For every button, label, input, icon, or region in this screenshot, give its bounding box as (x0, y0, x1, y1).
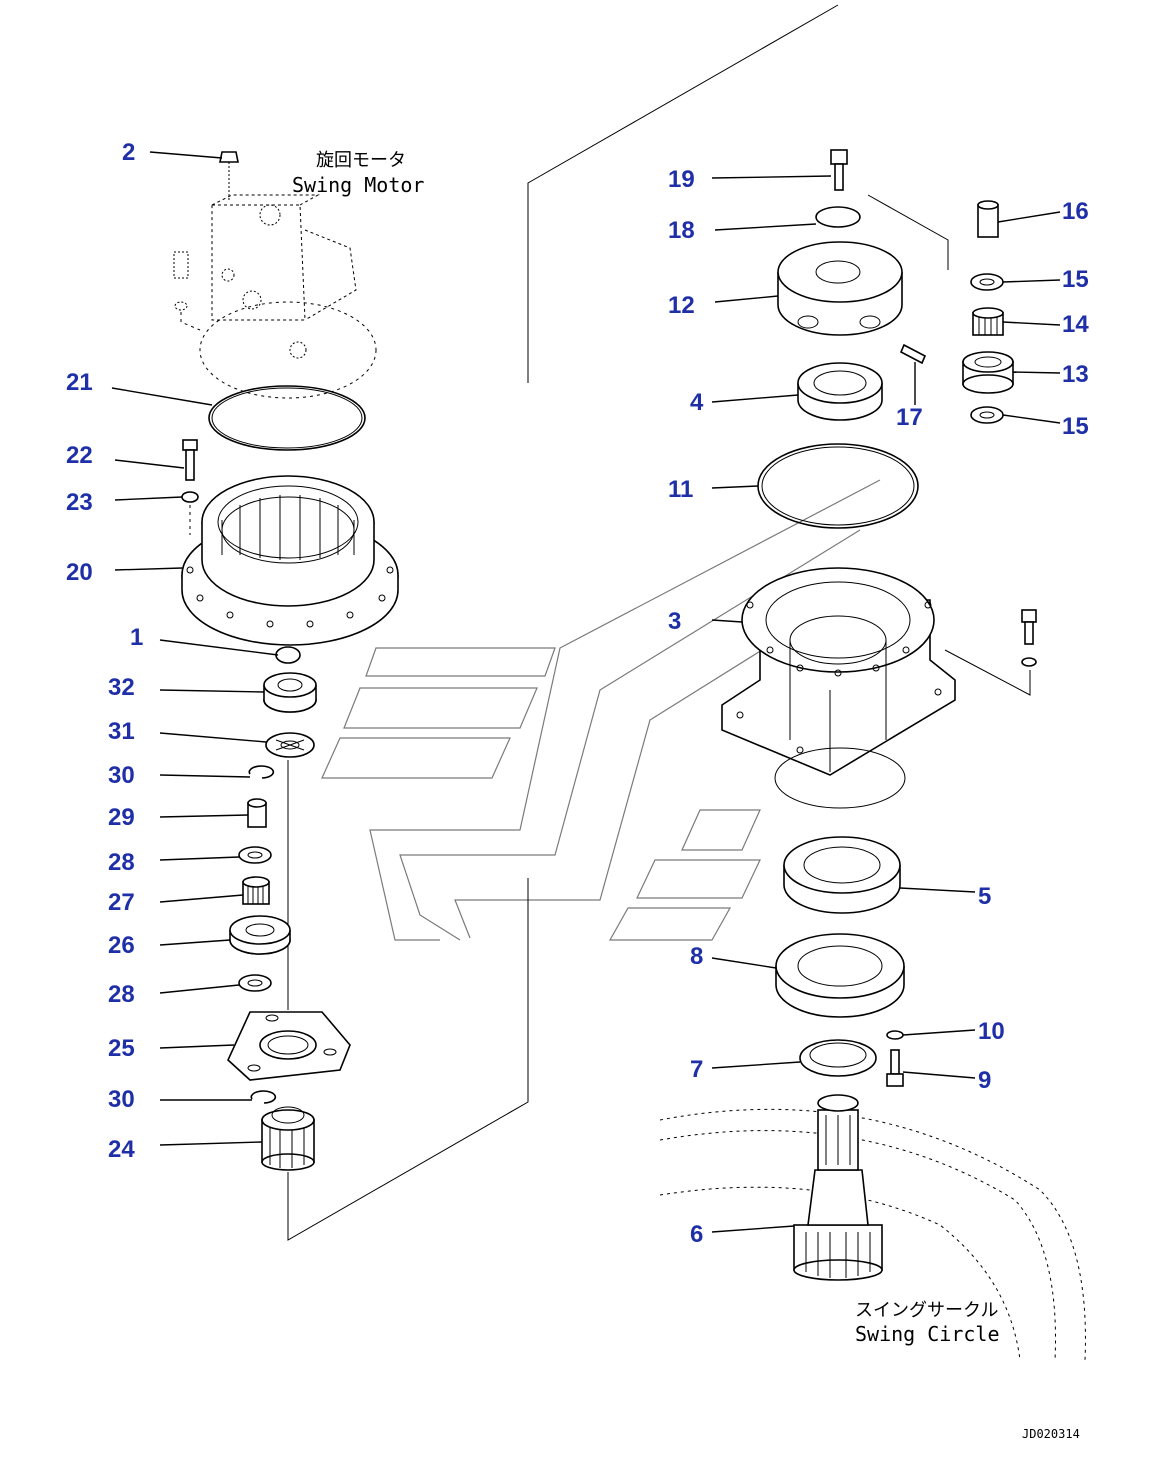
pin-16 (977, 200, 999, 238)
bolt-22 (182, 439, 198, 481)
callout-18: 18 (668, 217, 695, 244)
gear-26 (229, 915, 291, 955)
callout-5: 5 (978, 883, 991, 910)
washer-10 (886, 1030, 904, 1040)
callout-1: 1 (130, 624, 143, 651)
callout-14: 14 (1062, 311, 1089, 338)
bolt-9 (886, 1049, 904, 1087)
bearing-4 (797, 362, 883, 421)
callout-10: 10 (978, 1018, 1005, 1045)
callout-27: 27 (108, 889, 135, 916)
snap-ring-30b (250, 1090, 277, 1104)
callout-22: 22 (66, 442, 93, 469)
callout-30b: 30 (108, 1086, 135, 1113)
callout-6: 6 (690, 1221, 703, 1248)
gear-13 (962, 351, 1014, 394)
callout-16: 16 (1062, 198, 1089, 225)
callout-4: 4 (690, 389, 704, 416)
callout-20: 20 (66, 559, 93, 586)
callout-8: 8 (690, 943, 703, 970)
seal-7 (799, 1039, 877, 1077)
carrier-12 (777, 241, 903, 336)
callout-24: 24 (108, 1136, 135, 1163)
callout-labels: 2 21 22 23 20 1 32 31 30 29 28 27 26 28 … (66, 139, 1089, 1248)
pin-29 (247, 798, 267, 828)
washer-28b (238, 974, 272, 992)
callout-9: 9 (978, 1067, 991, 1094)
o-ring-11 (757, 443, 919, 529)
callout-11: 11 (668, 476, 693, 503)
ring-gear-20 (181, 475, 399, 646)
callout-17: 17 (896, 404, 923, 431)
drawing-code: JD020314 (1022, 1427, 1080, 1441)
washer-23 (181, 491, 199, 503)
callout-13: 13 (1062, 361, 1089, 388)
callout-28a: 28 (108, 849, 135, 876)
leader-lines (111, 151, 1061, 1233)
snap-ring-30a (248, 765, 275, 779)
swing-motor-en-label: Swing Motor (292, 173, 424, 197)
callout-32: 32 (108, 674, 135, 701)
o-ring-21 (208, 385, 366, 451)
washer-15b (970, 406, 1004, 424)
carrier-25 (227, 1011, 351, 1081)
watermark-logo (321, 479, 881, 941)
part-notes: 旋回モータ Swing Motor スイングサークル Swing Circle … (292, 150, 1080, 1441)
callout-15b: 15 (1062, 413, 1089, 440)
callout-21: 21 (66, 369, 93, 396)
assembly-centerlines (287, 4, 1031, 1241)
callout-3: 3 (668, 608, 681, 635)
swing-circle-jp-label: スイングサークル (855, 1300, 998, 1321)
callout-23: 23 (66, 489, 93, 516)
needle-bearing-27 (242, 876, 270, 905)
swing-circle-en-label: Swing Circle (855, 1322, 1000, 1346)
gear-32 (263, 672, 317, 713)
callout-25: 25 (108, 1035, 135, 1062)
plug-2 (219, 151, 239, 163)
swing-circle (659, 1108, 1086, 1361)
bearing-5 (783, 836, 901, 914)
washer-28a (238, 846, 272, 864)
bolt-19 (830, 149, 848, 191)
callout-31: 31 (108, 718, 135, 745)
callout-7: 7 (690, 1056, 703, 1083)
callout-12: 12 (668, 292, 695, 319)
swing-motor-jp-label: 旋回モータ (316, 150, 406, 171)
callout-28b: 28 (108, 981, 135, 1008)
washer-15a (970, 273, 1004, 291)
plate-18 (815, 206, 861, 228)
sun-gear-24 (261, 1106, 315, 1171)
cover-8 (775, 933, 905, 1018)
thrust-washer-31 (265, 732, 315, 758)
callout-15a: 15 (1062, 266, 1089, 293)
snap-ring-1 (275, 646, 301, 664)
bolt-housing (1021, 609, 1037, 667)
swing-motor (173, 151, 377, 399)
callout-30a: 30 (108, 762, 135, 789)
needle-bearing-14 (972, 307, 1004, 336)
callout-2: 2 (122, 139, 135, 166)
pinion-shaft-6 (793, 1094, 883, 1281)
callout-19: 19 (668, 166, 695, 193)
callout-26: 26 (108, 932, 135, 959)
housing-3 (721, 567, 956, 776)
shaft-17 (899, 343, 927, 365)
callout-29: 29 (108, 804, 135, 831)
